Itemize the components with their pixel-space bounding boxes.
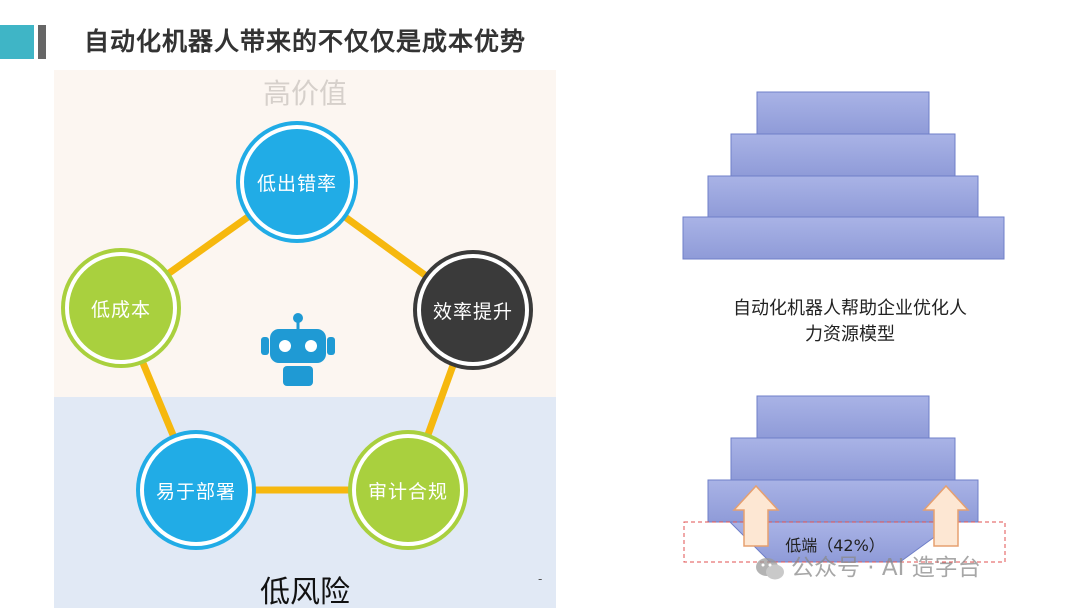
header-accent-teal <box>0 25 34 59</box>
low-end-label: 低端（42%） <box>785 536 885 555</box>
pyramid-before-tier-4 <box>682 216 1005 260</box>
pyramid-before-tier-3 <box>707 175 979 218</box>
node-efficiency: 效率提升 <box>417 254 529 366</box>
page-title: 自动化机器人带来的不仅仅是成本优势 <box>84 27 527 56</box>
wechat-icon <box>755 557 785 581</box>
dash-mark: - <box>538 572 543 586</box>
node-low-cost: 低成本 <box>65 252 177 364</box>
node-low-error-rate-label: 低出错率 <box>256 172 337 195</box>
node-low-error-rate: 低出错率 <box>240 125 354 239</box>
pyramid-after-tier-1 <box>756 395 930 439</box>
node-easy-deploy: 易于部署 <box>140 434 252 546</box>
node-easy-deploy-label: 易于部署 <box>155 480 236 503</box>
pyramid-caption-line-1: 自动化机器人帮助企业优化人 <box>733 298 967 319</box>
low-risk-label: 低风险 <box>260 575 350 610</box>
robot-icon <box>261 313 335 386</box>
low-risk-panel <box>54 397 556 608</box>
node-compliance: 审计合规 <box>352 434 464 546</box>
pyramid-caption-line-2: 力资源模型 <box>805 324 895 345</box>
header-accent-gray <box>38 25 46 59</box>
node-compliance-label: 审计合规 <box>367 480 448 503</box>
node-low-cost-label: 低成本 <box>90 298 151 321</box>
watermark-text: 公众号 · AI 造字台 <box>791 555 981 581</box>
pyramid-before-tier-1 <box>756 91 930 135</box>
pyramid-caption: 自动化机器人帮助企业优化人 力资源模型 <box>700 296 1000 348</box>
low-end-dashed-box <box>683 521 1006 563</box>
pyramid-before-tier-2 <box>730 133 956 177</box>
pyramid-after-tier-2 <box>730 437 956 481</box>
node-efficiency-label: 效率提升 <box>432 300 513 323</box>
up-arrow-icon <box>732 484 780 547</box>
watermark: 公众号 · AI 造字台 <box>755 548 981 582</box>
pyramid-before <box>682 91 1005 260</box>
high-value-label: 高价值 <box>262 77 347 110</box>
up-arrow-icon <box>922 484 970 547</box>
